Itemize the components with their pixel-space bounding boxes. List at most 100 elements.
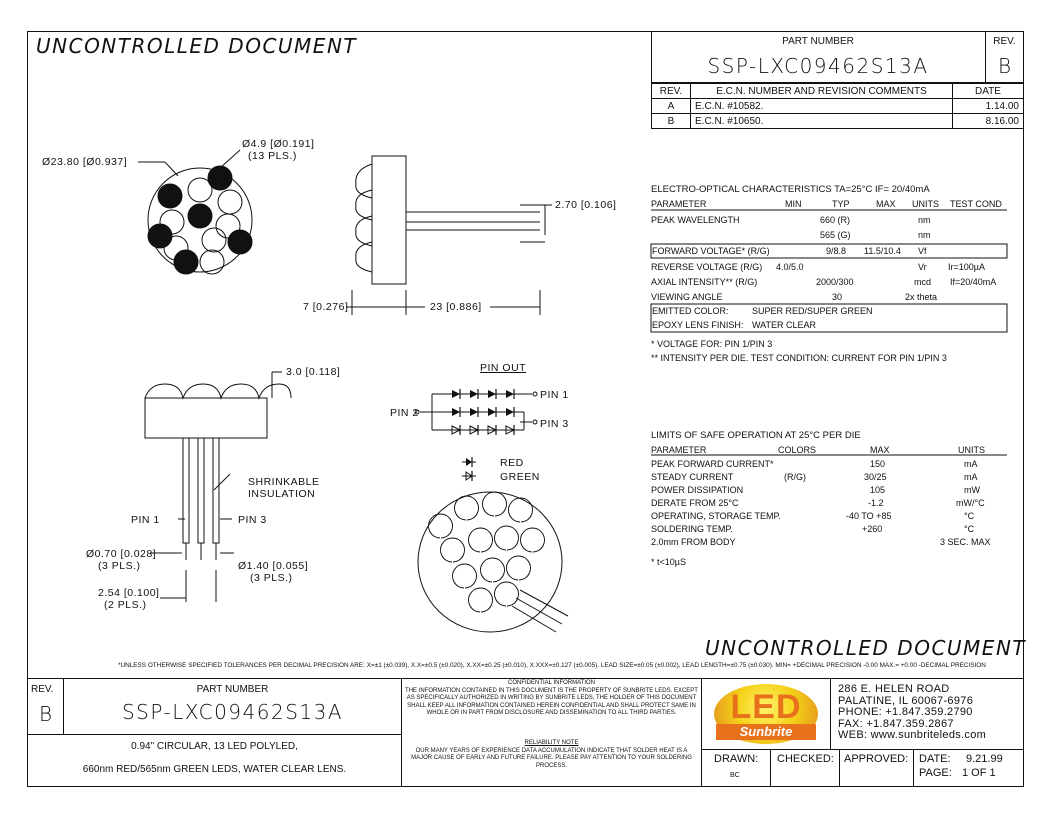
conf-text: THE INFORMATION CONTAINED IN THIS DOCUME… (405, 688, 698, 717)
dim-lead-dia: 2.70 [0.106] (555, 199, 617, 211)
dim-led-dia: Ø4.9 [Ø0.191] (242, 138, 315, 150)
page-label: PAGE: (919, 767, 952, 779)
rel-title: RELIABILITY NOTE (524, 740, 579, 746)
table-cell: -40 TO +85 (846, 511, 892, 521)
table-cell: mW/°C (956, 498, 985, 508)
epoxy-value: WATER CLEAR (752, 320, 817, 330)
table-cell: (R/G) (784, 472, 806, 482)
dim-pitch: 2.54 [0.100] (98, 587, 160, 599)
limits-header-colors: COLORS (778, 445, 817, 455)
table-cell: mcd (914, 277, 932, 287)
header-rev-box (985, 31, 1024, 83)
page-value: 1 OF 1 (962, 767, 996, 779)
table-cell: 3 SEC. MAX (940, 537, 991, 547)
address-block: 286 E. HELEN ROAD PALATINE, IL 60067-697… (838, 683, 987, 742)
side-view-lenses (355, 163, 373, 273)
table-cell: 105 (870, 485, 886, 495)
approved-label: APPROVED: (844, 753, 909, 765)
logo-led-text: LED (730, 688, 802, 726)
tb-rev-label: REV. (31, 684, 54, 695)
tb-part: SSP-LXC09462S13A (121, 700, 344, 724)
electro-header-units: UNITS (912, 199, 939, 209)
lower-lenses (144, 383, 292, 400)
tb-desc-2: 660nm RED/565nm GREEN LEDS, WATER CLEAR … (82, 764, 347, 775)
table-row: POWER DISSIPATION (651, 485, 744, 495)
label-shrinkable: SHRINKABLE (248, 476, 320, 488)
header-part-label: PART NUMBER (782, 36, 854, 47)
table-cell: 4.0/5.0 (776, 262, 804, 272)
table-row: STEADY CURRENT (651, 472, 734, 482)
diode-symbols (452, 390, 514, 466)
electro-note-1: * VOLTAGE FOR: PIN 1/PIN 3 (651, 339, 773, 349)
logo-sunbrite-text: Sunbrite (716, 724, 816, 740)
table-cell: 30/25 (864, 472, 887, 482)
header-part-number: SSP-LXC09462S13A (707, 54, 929, 78)
table-cell: nm (918, 215, 931, 225)
table-cell: 9/8.8 (826, 246, 847, 256)
date-label: DATE: (919, 753, 951, 765)
table-row: FORWARD VOLTAGE* (R/G) (652, 246, 770, 256)
limits-note: * t<10µS (651, 557, 686, 567)
table-cell: nm (918, 230, 931, 240)
table-cell: °C (964, 524, 975, 534)
table-cell: Vr (918, 262, 927, 272)
table-row: VIEWING ANGLE (651, 292, 723, 302)
dim-lens-height: 3.0 [0.118] (286, 366, 341, 378)
dim-body-length: 7 [0.276] (303, 301, 349, 313)
led-array (147, 165, 253, 275)
electro-note-2: ** INTENSITY PER DIE. TEST CONDITION: CU… (651, 353, 947, 363)
table-cell: 11.5/10.4 (864, 246, 901, 256)
legend-green: GREEN (500, 471, 540, 483)
header-rev: B (997, 54, 1012, 78)
table-cell: 30 (832, 292, 843, 302)
legend-red: RED (500, 457, 524, 469)
address-line-3: PHONE: +1.847.359.2790 (838, 706, 973, 718)
tb-part-label: PART NUMBER (196, 684, 269, 695)
table-cell: Vf (918, 246, 927, 256)
table-row: B E.C.N. #10650. 8.16.00 (651, 113, 1024, 129)
electro-title: ELECTRO-OPTICAL CHARACTERISTICS TA=25°C … (651, 184, 930, 195)
pinout-pin3: PIN 3 (540, 418, 569, 430)
limits-header-param: PARAMETER (651, 445, 707, 455)
pinout-title: PIN OUT (480, 362, 527, 374)
checked-label: CHECKED: (777, 753, 834, 765)
conf-title: CONFIDENTIAL INFORMATION (508, 680, 595, 686)
watermark-bottom: UNCONTROLLED DOCUMENT (705, 636, 1027, 660)
label-lower-pin3: PIN 3 (238, 514, 267, 526)
emitted-label: EMITTED COLOR: (652, 306, 729, 316)
dim-pin-sleeve: Ø1.40 [0.055] (238, 560, 309, 572)
rev-cell: B (651, 113, 691, 129)
address-line-2: PALATINE, IL 60067-6976 (838, 694, 974, 707)
date-value: 9.21.99 (966, 753, 1003, 765)
table-cell: 150 (870, 459, 886, 469)
table-cell: 565 (G) (820, 230, 851, 240)
table-cell: 2000/300 (816, 277, 854, 287)
emitted-value: SUPER RED/SUPER GREEN (752, 306, 873, 316)
table-row: OPERATING, STORAGE TEMP. (651, 511, 781, 521)
table-cell: -1.2 (868, 498, 884, 508)
date-cell: 8.16.00 (952, 113, 1024, 129)
comment-cell: E.C.N. #10650. (690, 113, 953, 129)
dim-lead-length: 23 [0.886] (430, 301, 482, 313)
tolerance-note: *UNLESS OTHERWISE SPECIFIED TOLERANCES P… (118, 662, 986, 669)
dim-pin-sleeve-qty: (3 PLS.) (250, 572, 293, 584)
dim-pin-dia-qty: (3 PLS.) (98, 560, 141, 572)
address-line-4: FAX: +1.847.359.2867 (838, 717, 954, 730)
electro-header-param: PARAMETER (651, 199, 707, 209)
front-view-outline (147, 167, 253, 273)
electro-header-max: MAX (876, 199, 896, 209)
pinout-pin1: PIN 1 (540, 389, 569, 401)
revision-table: REV. E.C.N. NUMBER AND REVISION COMMENTS… (651, 83, 1024, 129)
table-cell: mW (964, 485, 980, 495)
limits-header-max: MAX (870, 445, 890, 455)
table-row: PEAK FORWARD CURRENT* (651, 459, 774, 469)
table-row: 2.0mm FROM BODY (651, 537, 736, 547)
address-line-5: WEB: www.sunbriteleds.com (838, 729, 987, 741)
table-row: PEAK WAVELENGTH (651, 215, 740, 225)
perspective-leds (428, 491, 545, 613)
side-view-body (371, 155, 407, 285)
drawn-label: DRAWN: (714, 753, 759, 765)
electro-header-typ: TYP (832, 199, 850, 209)
rel-text: OUR MANY YEARS OF EXPERIENCE DATA ACCUMU… (411, 748, 692, 769)
dim-outer-dia: Ø23.80 [Ø0.937] (42, 156, 128, 168)
